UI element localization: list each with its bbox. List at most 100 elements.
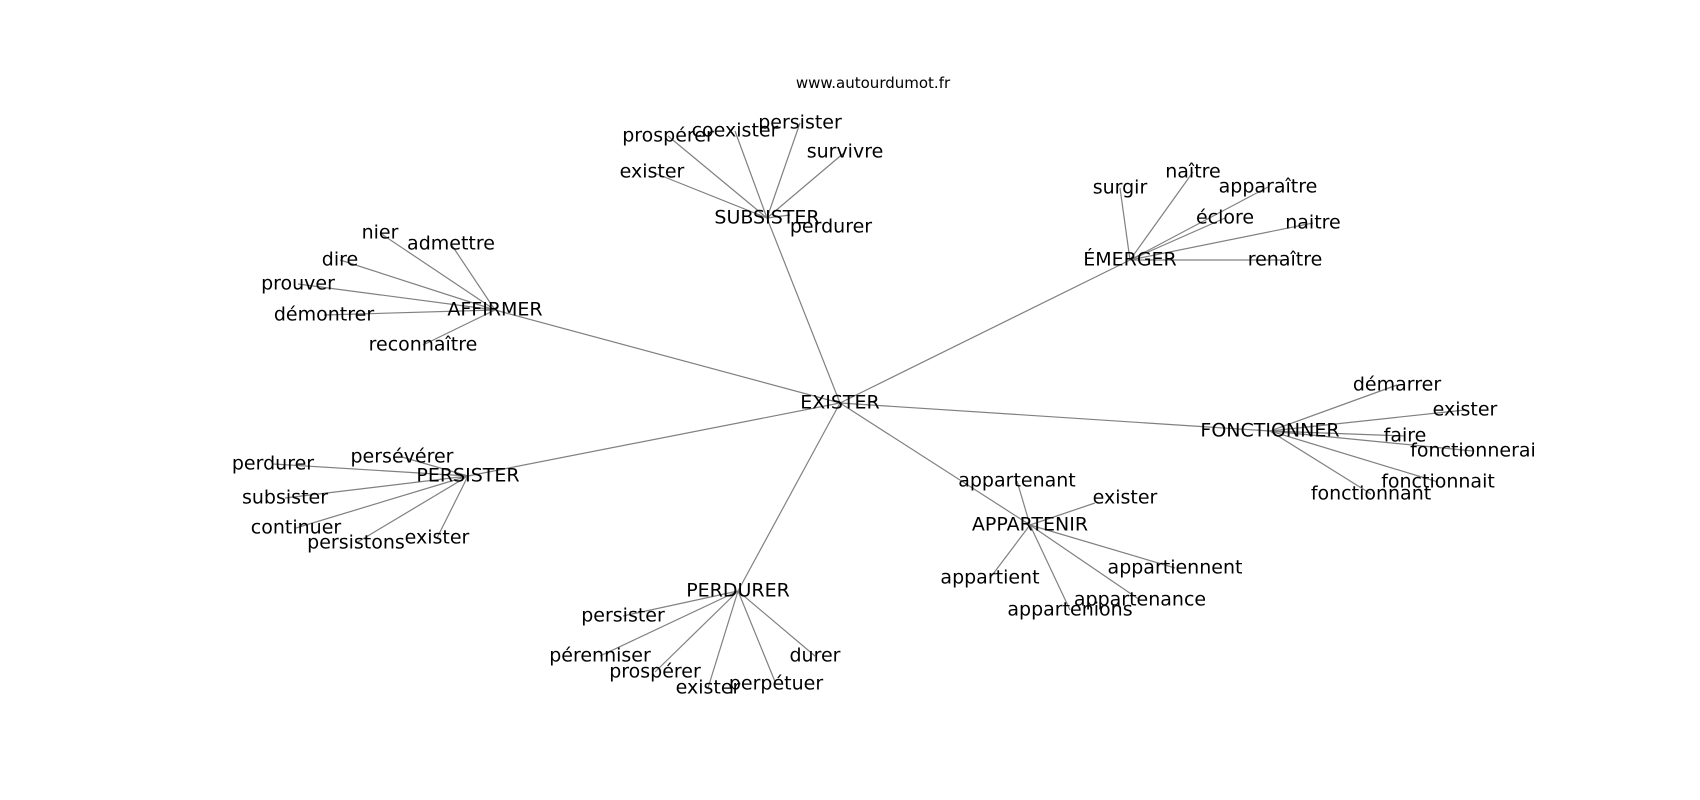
word-node-dire[interactable]: dire — [322, 249, 358, 271]
edge-subsister-survivre — [766, 151, 846, 219]
edge-persister-perdurer — [272, 463, 469, 477]
edge-emerger-naitre — [1129, 171, 1194, 261]
edge-emerger-apparaitre — [1129, 186, 1269, 261]
edge-root-subsister — [766, 217, 841, 404]
word-node-perdurer[interactable]: perdurer — [790, 216, 872, 238]
edge-persister-subsister — [284, 475, 469, 499]
edge-fonctionner-exister — [1269, 409, 1466, 432]
word-node-exister[interactable]: exister — [676, 677, 741, 699]
edge-fonctionner-fonctionnerai — [1269, 430, 1474, 452]
word-node-reconnaitre[interactable]: reconnaître — [369, 334, 478, 356]
word-node-surgir[interactable]: surgir — [1093, 177, 1148, 199]
word-node-fonctionnerai[interactable]: fonctionnerai — [1410, 440, 1536, 462]
edge-subsister-prosperer — [667, 135, 768, 219]
edge-affirmer-admettre — [450, 243, 496, 311]
edge-root-emerger — [839, 259, 1131, 404]
edge-fonctionner-fonctionnant — [1269, 430, 1372, 495]
word-node-coexister[interactable]: coexister — [692, 120, 779, 142]
edge-appartenir-appartenance — [1029, 524, 1141, 601]
edge-appartenir-appartiennent — [1029, 524, 1176, 569]
edge-root-affirmer — [494, 309, 841, 404]
edge-persister-persistons — [355, 475, 469, 544]
edge-affirmer-dire — [339, 259, 496, 311]
root-node[interactable]: EXISTER — [800, 392, 880, 414]
word-node-naitre[interactable]: naître — [1165, 161, 1221, 183]
edge-subsister-perdurer — [766, 214, 791, 219]
word-node-naitre[interactable]: naitre — [1285, 212, 1341, 234]
edge-root-fonctionner — [839, 402, 1271, 432]
word-node-demarrer[interactable]: démarrer — [1353, 374, 1441, 396]
word-node-fonctionnait[interactable]: fonctionnait — [1381, 471, 1495, 493]
edge-perdurer-durer — [737, 590, 816, 657]
hub-node-fonctionner[interactable]: FONCTIONNER — [1200, 420, 1339, 442]
word-node-eclore[interactable]: éclore — [1196, 207, 1254, 229]
edge-subsister-coexister — [734, 130, 768, 219]
word-node-survivre[interactable]: survivre — [807, 141, 884, 163]
word-node-persister[interactable]: persister — [581, 605, 665, 627]
hub-node-appartenir[interactable]: APPARTENIR — [972, 514, 1088, 536]
word-node-appartenance[interactable]: appartenance — [1074, 589, 1206, 611]
edge-persister-continuer — [295, 475, 469, 529]
word-node-appartiennent[interactable]: appartiennent — [1108, 557, 1243, 579]
word-node-admettre[interactable]: admettre — [407, 233, 495, 255]
word-node-perpetuer[interactable]: perpétuer — [729, 673, 823, 695]
edge-perdurer-prosperer — [654, 590, 739, 673]
edge-perdurer-perpetuer — [737, 590, 777, 685]
word-node-apparaitre[interactable]: apparaître — [1219, 176, 1318, 198]
edge-perdurer-perenniser — [599, 590, 739, 657]
word-node-fonctionnant[interactable]: fonctionnant — [1311, 483, 1431, 505]
edge-subsister-exister — [651, 171, 768, 219]
edge-perdurer-exister — [707, 590, 739, 689]
word-node-durer[interactable]: durer — [790, 645, 841, 667]
site-url: www.autourdumot.fr — [796, 74, 951, 92]
word-node-persister[interactable]: persister — [758, 112, 842, 134]
word-node-continuer[interactable]: continuer — [251, 517, 342, 539]
word-node-exister[interactable]: exister — [620, 161, 685, 183]
edge-appartenir-appartenions — [1029, 524, 1071, 611]
edge-root-appartenir — [839, 402, 1031, 526]
edge-persister-exister — [436, 475, 469, 539]
word-node-prosperer[interactable]: prospérer — [622, 125, 714, 147]
word-node-persistons[interactable]: persistons — [307, 532, 405, 554]
word-node-perseverer[interactable]: persévérer — [351, 446, 454, 468]
edge-fonctionner-fonctionnait — [1269, 430, 1439, 483]
hub-node-subsister[interactable]: SUBSISTER — [714, 207, 819, 229]
edge-affirmer-demontrer — [323, 309, 496, 316]
edge-emerger-surgir — [1119, 187, 1131, 261]
hub-node-persister[interactable]: PERSISTER — [416, 465, 519, 487]
edge-root-persister — [467, 402, 841, 477]
edge-affirmer-nier — [379, 232, 496, 311]
word-node-prouver[interactable]: prouver — [261, 273, 335, 295]
edge-emerger-eclore — [1129, 217, 1226, 261]
word-node-demontrer[interactable]: démontrer — [274, 304, 374, 326]
word-node-renaitre[interactable]: renaître — [1248, 249, 1323, 271]
hub-node-affirmer[interactable]: AFFIRMER — [447, 299, 542, 321]
word-node-perdurer[interactable]: perdurer — [232, 453, 314, 475]
hub-node-perdurer[interactable]: PERDURER — [686, 580, 790, 602]
edge-affirmer-reconnaitre — [422, 309, 496, 346]
edge-affirmer-prouver — [297, 283, 496, 311]
word-node-exister[interactable]: exister — [1433, 399, 1498, 421]
edge-fonctionner-faire — [1269, 430, 1406, 437]
edge-appartenir-exister — [1029, 502, 1096, 526]
edge-subsister-persister — [766, 122, 801, 219]
word-node-appartient[interactable]: appartient — [940, 567, 1039, 589]
edge-appartenir-appartient — [989, 524, 1031, 579]
word-node-prosperer[interactable]: prospérer — [609, 661, 701, 683]
edge-root-perdurer — [737, 402, 841, 592]
word-node-perenniser[interactable]: pérenniser — [549, 645, 651, 667]
edge-persister-perseverer — [401, 456, 469, 477]
hub-node-emerger[interactable]: ÉMERGER — [1083, 248, 1177, 271]
word-node-appartenant[interactable]: appartenant — [958, 470, 1076, 492]
word-node-subsister[interactable]: subsister — [242, 487, 328, 509]
word-node-nier[interactable]: nier — [362, 222, 399, 244]
edge-appartenir-appartenant — [1016, 480, 1031, 526]
edge-fonctionner-demarrer — [1269, 384, 1398, 432]
word-node-faire[interactable]: faire — [1384, 425, 1427, 447]
word-node-appartenions[interactable]: appartenions — [1007, 599, 1132, 621]
word-node-exister[interactable]: exister — [1093, 487, 1158, 509]
edge-emerger-naitre — [1129, 222, 1314, 261]
edge-perdurer-persister — [622, 590, 739, 617]
word-node-exister[interactable]: exister — [405, 527, 470, 549]
